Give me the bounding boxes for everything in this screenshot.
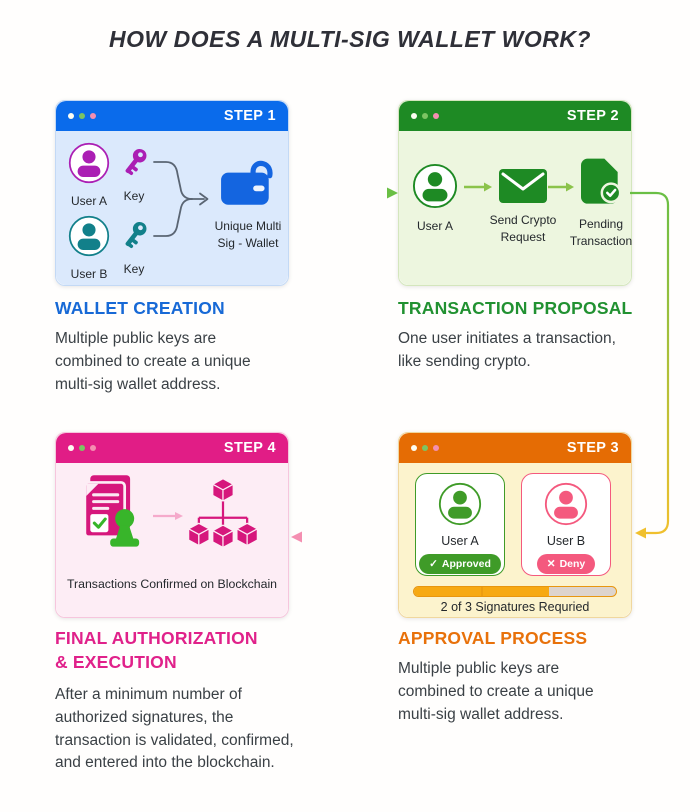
connector-step1-to-step2-icon <box>284 185 400 206</box>
window-dot-icon <box>422 445 428 451</box>
window-dot-icon <box>422 113 428 119</box>
arrow-right-icon <box>547 180 575 198</box>
pending-document-icon <box>579 157 623 212</box>
page-title: HOW DOES A MULTI-SIG WALLET WORK? <box>109 26 591 52</box>
step1-header: STEP 1 <box>56 101 288 131</box>
user-b-label: User B <box>546 534 586 548</box>
approver-card-user-a: User A ✓ Approved <box>415 473 505 576</box>
window-dot-icon <box>79 113 85 119</box>
key-b-block: Key <box>116 217 152 278</box>
step3-section-description: Multiple public keys are combined to cre… <box>398 660 594 723</box>
step2-header: STEP 2 <box>399 101 631 131</box>
step1-section-description: Multiple public keys are combined to cre… <box>55 330 251 393</box>
approver-card-user-b: User B ✕ Deny <box>521 473 611 576</box>
key-icon <box>117 217 151 260</box>
step4-card: STEP 4 <box>55 432 289 618</box>
blockchain-caption: Transactions Confirmed on Blockchain <box>66 577 278 591</box>
approved-badge: ✓ Approved <box>419 554 501 574</box>
user-b-avatar-icon <box>544 482 588 531</box>
step3-body: User A ✓ Approved User B ✕ Deny <box>399 463 631 617</box>
step1-body: User A Key <box>56 131 288 285</box>
window-dot-icon <box>90 113 96 119</box>
window-dot-icon <box>68 445 74 451</box>
user-a-label: User A <box>70 194 107 208</box>
window-dots <box>68 445 96 451</box>
step1-card: STEP 1 User A <box>55 100 289 286</box>
signatures-caption: 2 of 3 Signatures Requried <box>440 600 590 614</box>
key-a-label: Key <box>123 189 145 203</box>
user-a-avatar-icon <box>68 142 110 189</box>
step3-card: STEP 3 User A ✓ Approved <box>398 432 632 618</box>
arrow-right-icon <box>463 180 493 198</box>
window-dot-icon <box>433 113 439 119</box>
deny-label: Deny <box>559 558 586 570</box>
step4-body: Transactions Confirmed on Blockchain <box>56 463 288 617</box>
confirmed-document-stamp-icon <box>74 473 150 562</box>
key-a-block: Key <box>116 144 152 205</box>
user-a-block: User A <box>409 163 461 235</box>
cross-icon: ✕ <box>546 558 556 570</box>
step1-section-heading: WALLET CREATION <box>55 298 225 318</box>
pending-transaction-block: Pending Transaction <box>570 157 632 251</box>
step4-section-description: After a minimum number of authorized sig… <box>55 686 294 772</box>
window-dot-icon <box>68 113 74 119</box>
user-a-avatar-icon <box>438 482 482 531</box>
window-dot-icon <box>433 445 439 451</box>
step3-section-heading: APPROVAL PROCESS <box>398 628 588 648</box>
progress-divider <box>481 587 484 596</box>
signatures-progress-bar <box>413 586 617 597</box>
step3-badge: STEP 3 <box>566 440 619 456</box>
step4-section-heading: FINAL AUTHORIZATION & EXECUTION <box>55 628 258 672</box>
wallet-block: Unique Multi Sig - Wallet <box>212 159 284 253</box>
window-dots <box>411 445 439 451</box>
pending-transaction-label: Pending Transaction <box>569 217 633 249</box>
deny-badge: ✕ Deny <box>536 554 596 574</box>
step2-card: STEP 2 User A <box>398 100 632 286</box>
user-a-label: User A <box>441 534 479 548</box>
window-dot-icon <box>411 445 417 451</box>
step4-header: STEP 4 <box>56 433 288 463</box>
wallet-icon <box>219 159 277 214</box>
step2-section-description: One user initiates a transaction, like s… <box>398 330 616 370</box>
key-b-label: Key <box>123 262 145 276</box>
step4-badge: STEP 4 <box>223 440 276 456</box>
user-b-label: User B <box>70 267 108 281</box>
approved-label: Approved <box>441 558 491 570</box>
step3-header: STEP 3 <box>399 433 631 463</box>
step2-body: User A Send Crypto Request <box>399 131 632 285</box>
window-dots <box>411 113 439 119</box>
wallet-label: Unique Multi Sig - Wallet <box>214 219 282 251</box>
step1-badge: STEP 1 <box>223 108 276 124</box>
connector-step3-to-step4-icon <box>288 529 400 550</box>
user-a-label: User A <box>416 219 453 233</box>
step2-section-heading: TRANSACTION PROPOSAL <box>398 298 633 318</box>
connector-step2-to-step3-icon <box>630 184 678 549</box>
user-a-avatar-icon <box>412 163 458 214</box>
arrow-right-icon <box>152 509 184 527</box>
key-icon <box>117 144 151 187</box>
window-dot-icon <box>79 445 85 451</box>
user-b-block: User B <box>66 215 112 283</box>
window-dots <box>68 113 96 119</box>
user-a-block: User A <box>66 142 112 210</box>
envelope-icon <box>499 169 547 208</box>
window-dot-icon <box>411 113 417 119</box>
send-crypto-block: Send Crypto Request <box>490 169 556 247</box>
merge-arrow-icon <box>152 146 214 257</box>
step2-badge: STEP 2 <box>566 108 619 124</box>
blockchain-icon <box>184 475 262 558</box>
window-dot-icon <box>90 445 96 451</box>
send-crypto-label: Send Crypto Request <box>489 213 557 245</box>
user-b-avatar-icon <box>68 215 110 262</box>
check-icon: ✓ <box>429 558 438 570</box>
